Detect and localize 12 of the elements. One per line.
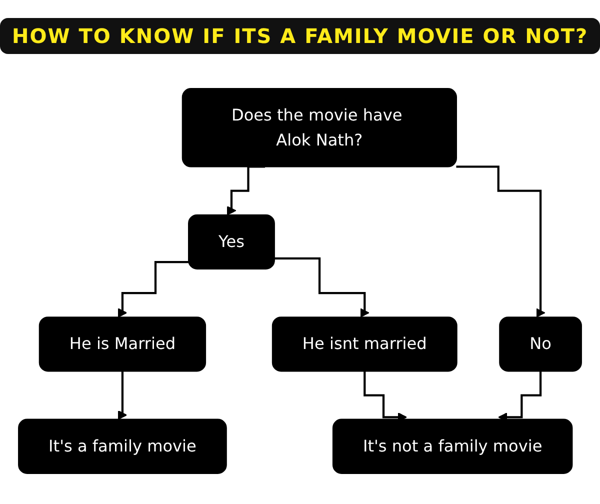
node-box: Yes xyxy=(188,214,275,270)
node-box: It's a family movie xyxy=(18,418,227,474)
node-box: Does the movie have Alok Nath? xyxy=(182,88,457,168)
node-box: He is Married xyxy=(38,316,206,372)
node-box: No xyxy=(499,316,582,372)
arrow xyxy=(274,257,370,318)
arrow xyxy=(118,261,189,318)
node-box: It's not a family movie xyxy=(332,418,573,474)
arrow xyxy=(456,166,546,318)
node-box: He isnt married xyxy=(272,316,458,372)
title-banner: HOW TO KNOW IF ITS A FAMILY MOVIE OR NOT? xyxy=(0,18,600,54)
arrow xyxy=(118,370,128,420)
